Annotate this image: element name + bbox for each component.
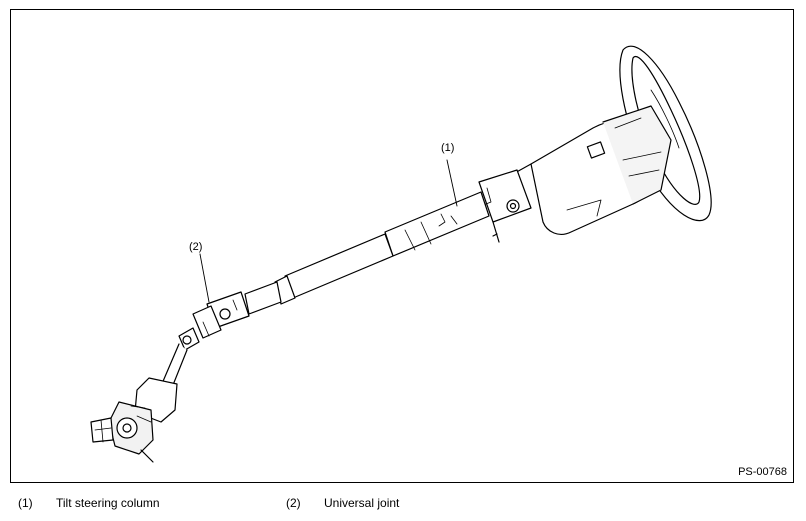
- steering-column-illustration: [90, 45, 712, 463]
- legend-number: (1): [18, 496, 33, 510]
- figure-frame: (1) (2) PS-00768: [10, 9, 794, 483]
- legend-item-tilt-steering-column: (1) Tilt steering column: [18, 496, 160, 510]
- legend-number: (2): [286, 496, 301, 510]
- lower-joint-gearbox: [90, 377, 178, 463]
- callout-1: (1): [441, 142, 455, 154]
- upper-universal-joint: [192, 291, 250, 339]
- figure-id: PS-00768: [738, 466, 787, 478]
- column-cover: [512, 105, 672, 235]
- leader-line-2: [199, 253, 210, 303]
- leader-line-1: [446, 159, 458, 207]
- legend-item-universal-joint: (2) Universal joint: [286, 496, 399, 510]
- intermediate-shaft: [160, 327, 200, 391]
- column-tube: [244, 191, 490, 315]
- legend-text: Universal joint: [324, 496, 400, 510]
- tilt-bracket: [478, 169, 532, 243]
- legend-text: Tilt steering column: [56, 496, 160, 510]
- callout-2: (2): [189, 241, 203, 253]
